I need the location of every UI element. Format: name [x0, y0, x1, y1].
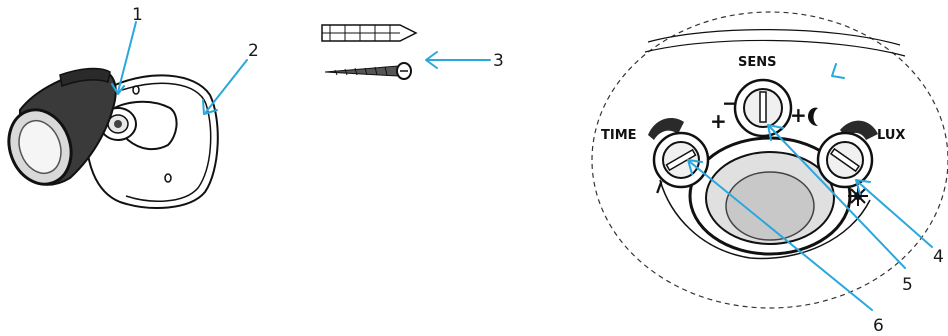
- time-knob: [648, 118, 708, 187]
- lux-knob: [818, 121, 878, 187]
- callout-3: 3: [493, 51, 504, 71]
- arrow-2: [203, 60, 247, 114]
- floodlight-unit: [0, 68, 218, 208]
- callout-4: 4: [933, 247, 944, 267]
- arrow-3: [426, 52, 490, 68]
- control-panel-detail: SENS TIME LUX + − + −: [592, 12, 948, 308]
- sens-minus: −: [722, 91, 739, 115]
- wall-plug: [322, 25, 416, 41]
- moon-icon: [808, 108, 818, 126]
- callout-1: 1: [132, 5, 143, 25]
- callout-6: 6: [873, 316, 884, 336]
- callout-2: 2: [248, 41, 259, 61]
- corner-marker: [832, 64, 844, 78]
- callout-5: 5: [902, 275, 913, 295]
- label-time: TIME: [601, 128, 637, 143]
- screw: [325, 63, 411, 79]
- label-lux: LUX: [877, 128, 905, 143]
- sens-plus-right: +: [790, 103, 807, 127]
- arrow-4: [856, 180, 932, 247]
- label-sens: SENS: [738, 55, 777, 70]
